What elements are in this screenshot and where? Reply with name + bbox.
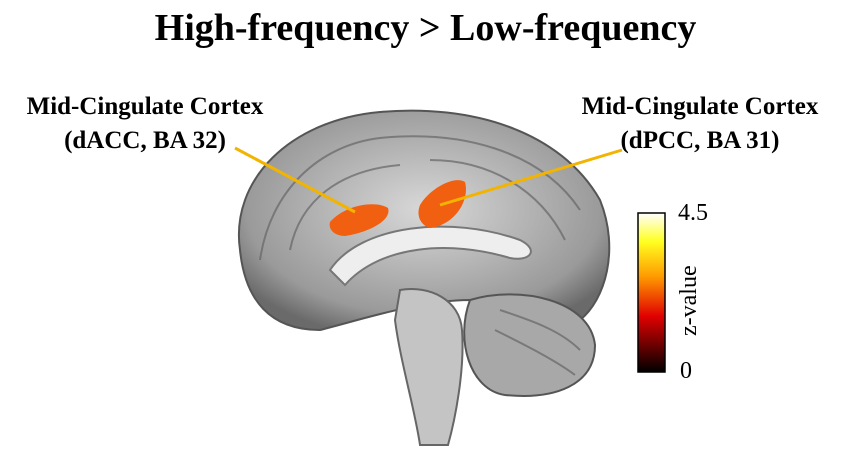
activation-dacc <box>329 204 389 236</box>
label-dpcc: Mid-Cingulate Cortex (dPCC, BA 31) <box>555 90 845 158</box>
cerebellum <box>463 293 597 397</box>
colorbar <box>637 212 666 373</box>
leader-line-left <box>234 146 356 214</box>
colorbar-label: z-value <box>676 265 702 336</box>
label-dpcc-line2: (dPCC, BA 31) <box>620 127 780 154</box>
label-dpcc-line1: Mid-Cingulate Cortex <box>581 93 819 120</box>
gyri <box>259 135 581 376</box>
colorbar-max: 4.5 <box>678 200 708 226</box>
corpus-callosum <box>328 225 532 287</box>
colorbar-min: 0 <box>680 358 692 384</box>
label-dacc-line1: Mid-Cingulate Cortex <box>26 93 264 120</box>
leader-line-right <box>439 148 623 207</box>
figure-title: High-frequency > Low-frequency <box>154 7 697 49</box>
brainstem <box>393 288 464 446</box>
label-dacc: Mid-Cingulate Cortex (dACC, BA 32) <box>0 90 290 158</box>
label-dacc-line2: (dACC, BA 32) <box>64 127 226 154</box>
